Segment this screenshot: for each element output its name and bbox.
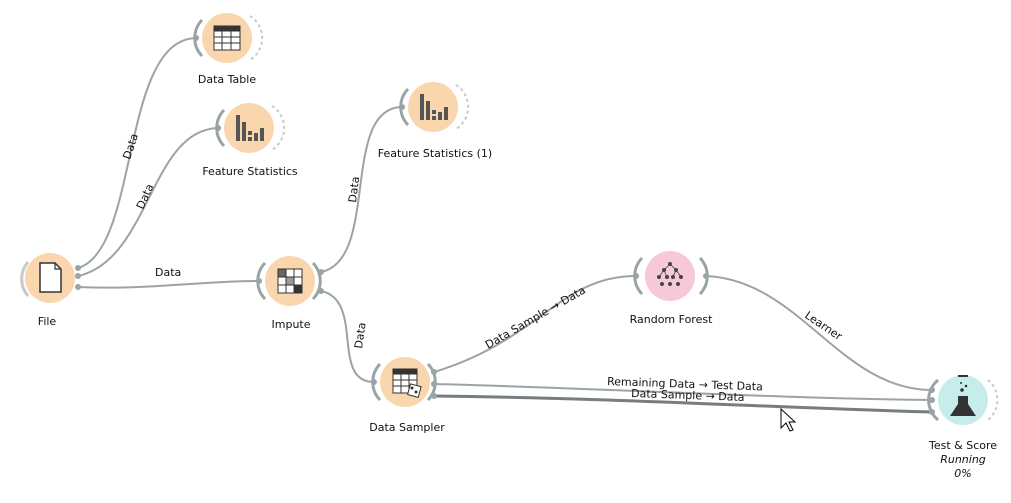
link-random-forest-test-score[interactable] bbox=[705, 275, 933, 391]
bar-chart-icon bbox=[236, 115, 264, 141]
link-label-sampler-random-forest: Data Sample → Data bbox=[483, 284, 588, 352]
node-label-data-table: Data Table bbox=[197, 73, 257, 86]
link-file-data-table[interactable] bbox=[77, 37, 197, 269]
mouse-cursor-icon bbox=[780, 407, 797, 432]
node-label-feature-statistics-1: Feature Statistics (1) bbox=[377, 147, 493, 160]
node-label-feature-statistics: Feature Statistics bbox=[202, 165, 298, 178]
link-label-file-impute: Data bbox=[155, 266, 181, 279]
node-status-test-score: Running bbox=[940, 453, 986, 466]
link-file-feature-statistics[interactable] bbox=[77, 127, 219, 277]
flask-icon bbox=[950, 382, 976, 416]
table-dice-icon bbox=[392, 368, 422, 398]
link-file-impute[interactable] bbox=[77, 280, 260, 289]
link-label-sampler-remaining-test: Remaining Data → Test Data bbox=[607, 375, 763, 393]
node-data-sampler[interactable] bbox=[371, 357, 437, 407]
link-label-impute-data-sampler: Data bbox=[352, 322, 369, 350]
node-label-data-sampler: Data Sampler bbox=[369, 421, 445, 434]
impute-grid-icon bbox=[277, 268, 303, 294]
link-label-file-data-table: Data bbox=[120, 132, 140, 161]
link-sampler-random-forest[interactable] bbox=[433, 275, 637, 373]
node-label-file: File bbox=[37, 315, 57, 328]
tree-icon bbox=[657, 261, 684, 286]
table-icon bbox=[213, 25, 241, 51]
file-icon bbox=[39, 262, 62, 293]
node-test-score[interactable] bbox=[927, 375, 999, 425]
bar-chart-icon bbox=[420, 94, 448, 120]
link-impute-feature-statistics-1[interactable] bbox=[320, 106, 403, 273]
link-label-sampler-sample-test: Data Sample → Data bbox=[631, 387, 745, 404]
link-sampler-sample-test[interactable] bbox=[433, 394, 933, 414]
node-feature-statistics-1[interactable] bbox=[399, 82, 470, 132]
node-feature-statistics[interactable] bbox=[215, 103, 286, 153]
link-sampler-remaining-test[interactable] bbox=[433, 383, 933, 401]
node-progress-test-score: 0% bbox=[954, 467, 972, 480]
node-impute[interactable] bbox=[256, 256, 322, 306]
node-random-forest[interactable] bbox=[633, 251, 709, 301]
link-label-impute-feature-statistics-1: Data bbox=[346, 176, 362, 204]
node-label-random-forest: Random Forest bbox=[629, 313, 713, 326]
node-label-impute: Impute bbox=[271, 318, 311, 331]
node-label-test-score: Test & Score bbox=[928, 439, 998, 452]
node-file[interactable] bbox=[20, 253, 75, 303]
node-data-table[interactable] bbox=[193, 13, 264, 63]
progress-indicator bbox=[958, 375, 968, 377]
link-label-file-feature-statistics: Data bbox=[134, 182, 157, 211]
link-impute-data-sampler[interactable] bbox=[320, 290, 375, 383]
